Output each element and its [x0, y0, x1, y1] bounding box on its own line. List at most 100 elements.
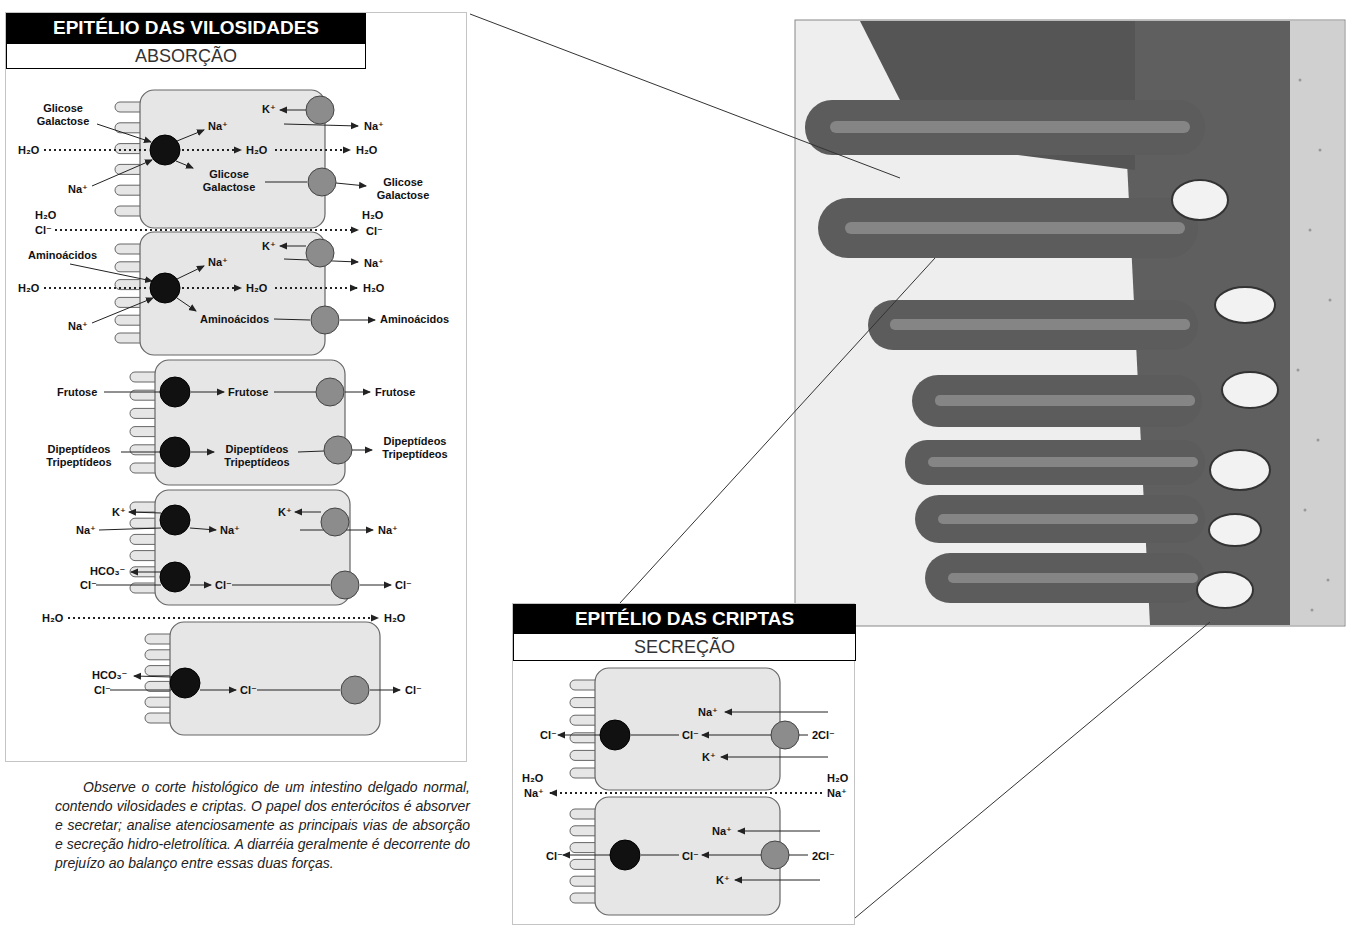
flow-arrow: [104, 392, 160, 393]
panel-subtitle: SECREÇÃO: [634, 637, 735, 657]
panel-title: EPITÉLIO DAS VILOSIDADES: [53, 17, 319, 38]
histology-photo: [795, 20, 1345, 626]
flow-arrow: [200, 690, 236, 691]
basolateral-transporter: [316, 378, 344, 406]
ion-label: Aminoácidos: [28, 249, 97, 262]
ion-label: Cl⁻: [405, 684, 422, 697]
ion-label: Cl⁻: [682, 729, 699, 742]
ion-label: Cl⁻: [35, 224, 52, 237]
flow-arrow: [558, 735, 600, 736]
ion-label: Glicose Galactose: [196, 168, 262, 194]
flow-arrow: [129, 512, 161, 513]
ion-label: Na⁺: [364, 120, 384, 133]
dotted-flow-arrow: [55, 229, 358, 231]
ion-label: Cl⁻: [540, 729, 557, 742]
flow-arrow: [110, 690, 171, 691]
ion-label: 2Cl⁻: [812, 850, 835, 863]
cell-body: [170, 622, 380, 735]
cell-shape: [570, 797, 780, 915]
ion-label: Na⁺: [208, 256, 228, 269]
ion-label: Dipeptídeos Tripeptídeos: [376, 435, 454, 461]
ion-label: Cl⁻: [395, 579, 412, 592]
ion-label: H₂O: [246, 144, 267, 157]
ion-label: Dipeptídeos Tripeptídeos: [40, 443, 118, 469]
flow-arrow: [370, 690, 400, 691]
ion-label: Na⁺: [220, 524, 240, 537]
flow-arrow: [725, 712, 828, 713]
flow-arrow: [360, 585, 391, 586]
flow-arrow: [295, 512, 321, 513]
ion-label: Frutose: [57, 386, 97, 399]
subtitle-band: SECREÇÃO: [513, 633, 856, 661]
flow-arrow: [280, 246, 306, 247]
ion-label: H₂O: [356, 144, 377, 157]
ion-label: Glicose Galactose: [30, 102, 96, 128]
flow-arrow: [641, 855, 679, 856]
ion-label: Na⁺: [524, 787, 544, 800]
flow-arrow: [99, 528, 161, 530]
ion-label: Dipeptídeos Tripeptídeos: [218, 443, 296, 469]
ion-label: K⁺: [112, 506, 126, 519]
apical-transporter: [610, 840, 640, 870]
ion-label: Na⁺: [76, 524, 96, 537]
flow-arrow: [631, 735, 679, 736]
ion-label: Cl⁻: [215, 579, 232, 592]
dotted-flow-arrow: [68, 617, 378, 619]
basolateral-transporter: [306, 96, 334, 124]
dotted-flow-arrow: [550, 792, 822, 794]
apical-transporter: [600, 720, 630, 750]
ion-label: Cl⁻: [546, 850, 563, 863]
ion-label: K⁺: [702, 751, 716, 764]
dotted-flow-arrow: [275, 287, 357, 289]
flow-arrow: [298, 451, 324, 452]
ion-label: H₂O: [522, 772, 543, 785]
apical-transporter: [170, 668, 200, 698]
flow-arrow: [177, 298, 196, 311]
basolateral-transporter: [308, 168, 336, 196]
dotted-flow-arrow: [44, 287, 149, 289]
ion-label: Frutose: [375, 386, 415, 399]
cell-body: [140, 90, 325, 228]
ion-label: Na⁺: [712, 825, 732, 838]
leader-lines: [470, 14, 1210, 918]
apical-transporter: [160, 437, 190, 467]
cell-body: [595, 668, 780, 790]
flow-arrow: [280, 110, 306, 111]
dotted-flow-arrow: [182, 287, 241, 289]
cell-body: [595, 797, 780, 915]
basolateral-transporter: [311, 306, 339, 334]
basolateral-transporter: [341, 676, 369, 704]
ion-label: K⁺: [278, 506, 292, 519]
flow-arrow: [92, 298, 153, 323]
flow-arrow: [738, 831, 820, 832]
cell-shape: [145, 622, 380, 735]
cell-shape: [115, 232, 325, 355]
flow-arrow: [274, 392, 316, 393]
basolateral-transporter: [331, 571, 359, 599]
transport-arrows: [44, 110, 828, 880]
ion-label: Na⁺: [698, 706, 718, 719]
ion-label: Na⁺: [68, 320, 88, 333]
flow-arrow: [92, 160, 152, 186]
flow-arrow: [563, 855, 610, 856]
flow-arrow: [96, 585, 161, 586]
flow-arrow: [97, 124, 151, 142]
flow-arrow: [177, 130, 204, 141]
ion-label: K⁺: [716, 874, 730, 887]
flow-arrow: [176, 161, 193, 168]
ion-label: Cl⁻: [366, 225, 383, 238]
flow-arrow: [190, 528, 216, 530]
flow-arrow: [131, 572, 162, 573]
ion-label: K⁺: [262, 103, 276, 116]
flow-arrow: [352, 450, 372, 451]
flow-arrow: [336, 183, 366, 186]
cell-body: [155, 360, 345, 485]
flow-arrow: [265, 182, 307, 183]
ion-label: HCO₃⁻: [90, 565, 125, 578]
ion-label: H₂O: [35, 209, 56, 222]
ion-label: H₂O: [246, 282, 267, 295]
flow-arrow: [257, 690, 340, 691]
ion-label: Cl⁻: [682, 850, 699, 863]
basolateral-transporter: [321, 508, 349, 536]
